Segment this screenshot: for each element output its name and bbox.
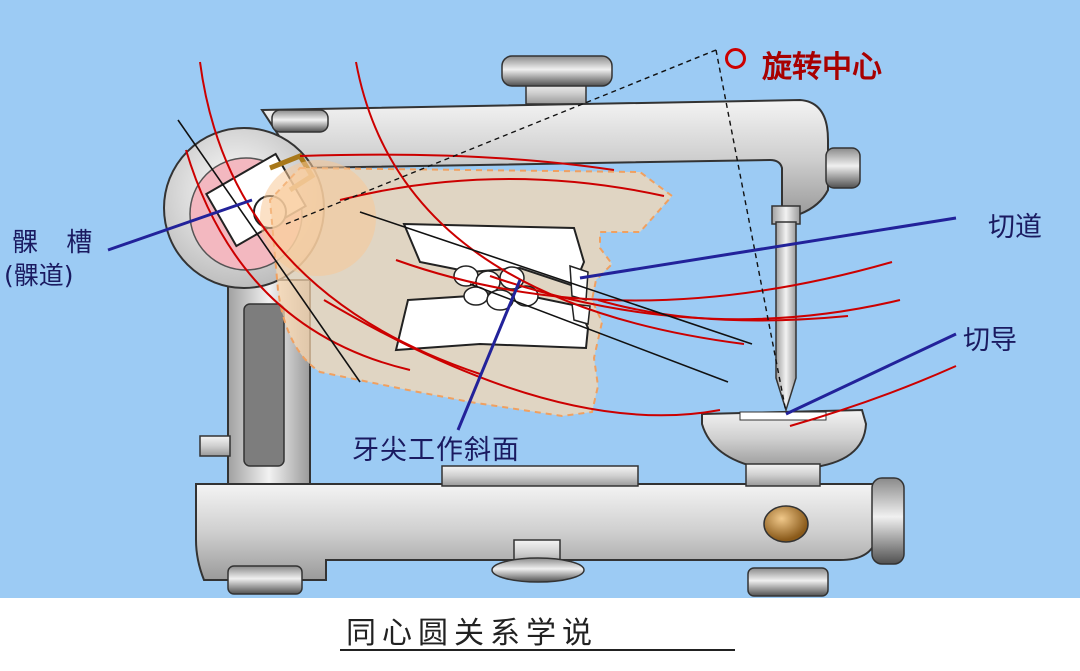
caption-band bbox=[0, 598, 1080, 671]
base-bottom-knob bbox=[491, 557, 585, 583]
base-screw bbox=[763, 505, 809, 543]
base-side-knob bbox=[871, 477, 905, 565]
base-center-plate bbox=[441, 465, 639, 487]
top-knob bbox=[501, 55, 613, 87]
right-foot bbox=[747, 567, 829, 597]
label-condylar-slot: 髁 槽 bbox=[12, 228, 103, 258]
label-cusp-working-incline: 牙尖工作斜面 bbox=[352, 435, 520, 466]
figure-caption: 同心圆关系学说 bbox=[346, 616, 598, 651]
incisal-guide-support bbox=[745, 463, 821, 487]
label-rotation-center: 旋转中心 bbox=[762, 50, 882, 85]
vertical-post-slot bbox=[243, 303, 285, 467]
post-side-peg bbox=[199, 435, 231, 457]
label-incisal-guide: 切导 bbox=[963, 325, 1017, 356]
caption-underline bbox=[340, 649, 735, 651]
incisal-pin bbox=[775, 221, 797, 413]
rotation-center-marker bbox=[725, 48, 746, 69]
upper-side-knob bbox=[825, 147, 861, 189]
left-foot bbox=[227, 565, 303, 595]
label-condylar-path: (髁道) bbox=[4, 261, 74, 290]
upper-jaw bbox=[402, 222, 586, 288]
leader-lines bbox=[107, 198, 957, 431]
radius-dashed-lines bbox=[285, 49, 787, 413]
face-ear-glow bbox=[260, 160, 376, 276]
condyle-top-knob bbox=[271, 109, 329, 133]
upper-frame bbox=[260, 98, 829, 218]
label-incisal-path: 切道 bbox=[988, 212, 1042, 243]
